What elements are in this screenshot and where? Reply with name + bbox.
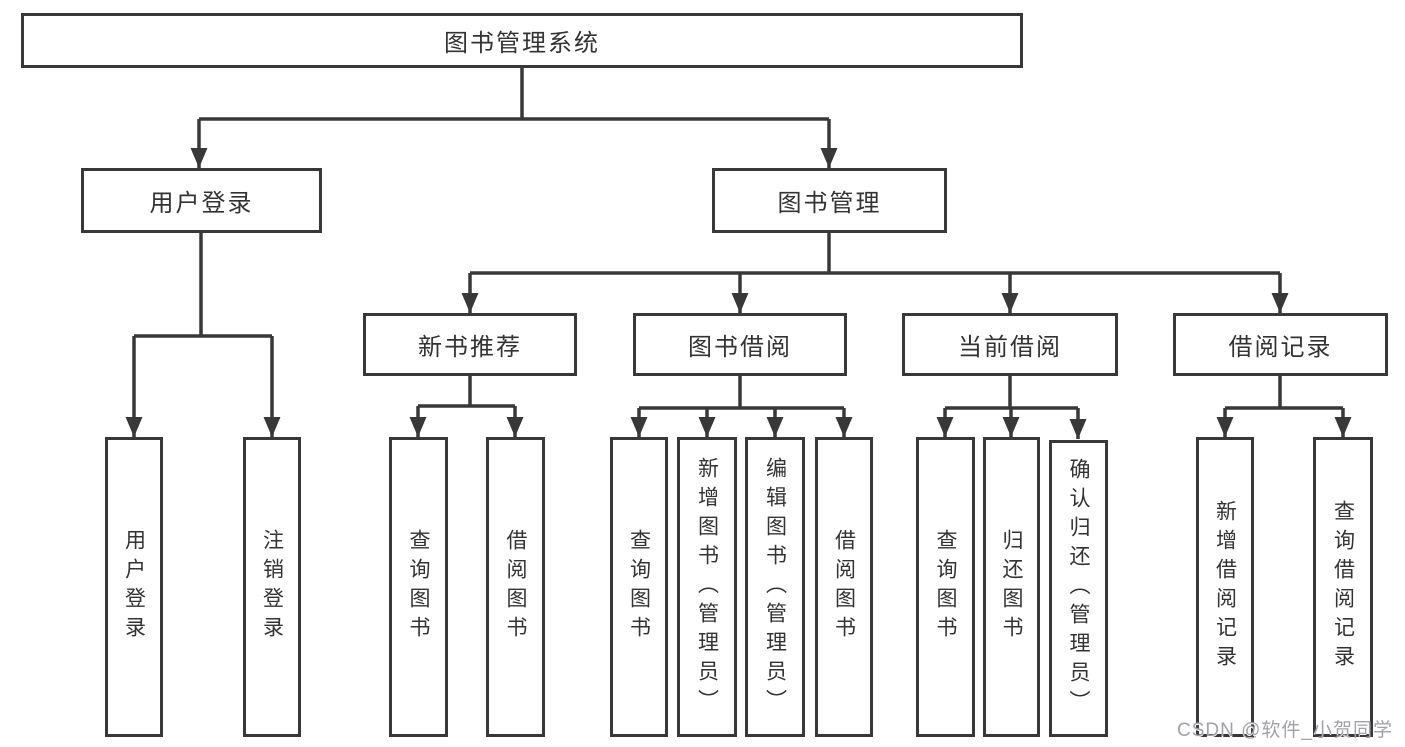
leaf-query-books-recommend: 查询图书 xyxy=(389,437,448,737)
leaf-logout: 注销登录 xyxy=(243,437,301,737)
leaf-label: 归还图书 xyxy=(1000,529,1024,645)
leaf-label: 借阅图书 xyxy=(832,529,856,645)
leaf-user-login: 用户登录 xyxy=(105,437,163,737)
leaf-borrow-books: 借阅图书 xyxy=(815,437,873,737)
leaf-label: 查询借阅记录 xyxy=(1331,500,1355,674)
leaf-label: 注销登录 xyxy=(260,529,284,645)
leaf-label: 用户登录 xyxy=(122,529,146,645)
leaf-label: 编辑图书（管理员） xyxy=(763,456,787,718)
leaf-query-books-borrowing: 查询图书 xyxy=(610,437,668,737)
node-root: 图书管理系统 xyxy=(21,13,1023,68)
node-label: 用户登录 xyxy=(149,190,254,217)
node-new-book-recommend: 新书推荐 xyxy=(363,313,577,376)
leaf-label: 新增图书（管理员） xyxy=(695,456,719,718)
leaf-label: 借阅图书 xyxy=(504,529,528,645)
node-label: 图书管理 xyxy=(777,190,882,217)
node-borrowing-records: 借阅记录 xyxy=(1173,313,1388,376)
leaf-label: 查询图书 xyxy=(627,529,651,645)
node-label: 图书借阅 xyxy=(688,334,792,361)
leaf-return-books: 归还图书 xyxy=(983,437,1040,737)
leaf-query-borrow-record: 查询借阅记录 xyxy=(1313,437,1373,737)
node-book-borrowing: 图书借阅 xyxy=(633,313,847,376)
leaf-label: 查询图书 xyxy=(407,529,431,645)
leaf-borrow-books-recommend: 借阅图书 xyxy=(486,437,545,737)
leaf-edit-book-admin: 编辑图书（管理员） xyxy=(745,437,805,737)
leaf-confirm-return-admin: 确认归还（管理员） xyxy=(1049,440,1108,737)
node-label: 当前借阅 xyxy=(958,334,1062,361)
watermark-text: CSDN @软件_小贺同学 xyxy=(1177,720,1393,741)
leaf-label: 确认归还（管理员） xyxy=(1067,458,1091,719)
leaf-add-borrow-record: 新增借阅记录 xyxy=(1196,437,1254,737)
node-book-management: 图书管理 xyxy=(712,168,947,233)
node-user-login: 用户登录 xyxy=(81,168,322,233)
node-label: 借阅记录 xyxy=(1228,334,1333,361)
leaf-query-books-current: 查询图书 xyxy=(916,437,975,737)
leaf-label: 查询图书 xyxy=(934,529,958,645)
node-label: 图书管理系统 xyxy=(444,30,600,57)
leaf-label: 新增借阅记录 xyxy=(1213,500,1237,674)
leaf-add-book-admin: 新增图书（管理员） xyxy=(677,437,737,737)
node-label: 新书推荐 xyxy=(418,334,522,361)
node-current-borrowing: 当前借阅 xyxy=(902,313,1118,376)
